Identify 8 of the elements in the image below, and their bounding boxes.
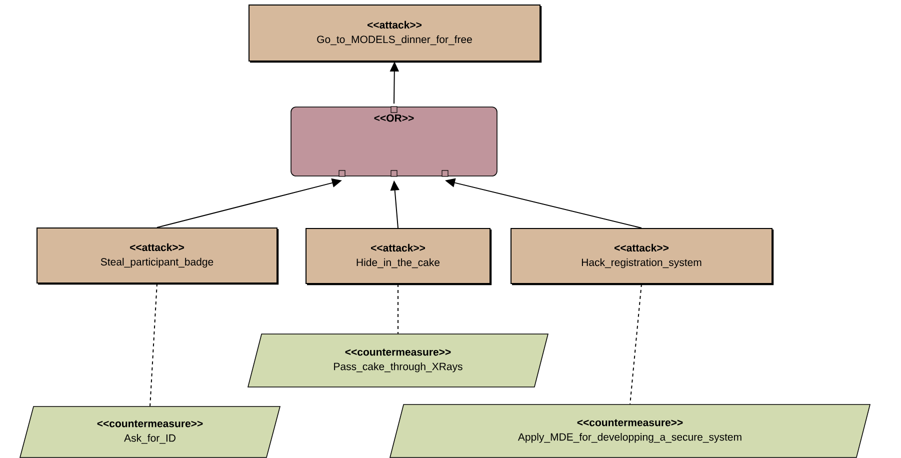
connector-line bbox=[398, 284, 399, 334]
attack-box: <<attack>> Steal_participant_badge bbox=[36, 228, 279, 285]
connector-line bbox=[630, 284, 642, 405]
attack-box: <<attack>> Go_to_MODELS_dinner_for_free bbox=[248, 4, 542, 63]
connector-line bbox=[150, 283, 158, 407]
attack-box: <<attack>> Hack_registration_system bbox=[510, 228, 774, 286]
or-gate-box: <<OR>> bbox=[290, 106, 498, 176]
attack-box: <<attack>> Hide_in_the_cake bbox=[306, 228, 492, 286]
